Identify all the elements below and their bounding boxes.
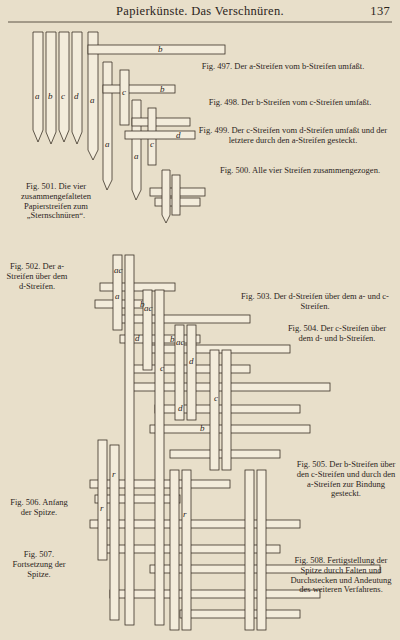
paper-strip	[170, 470, 179, 630]
page-header: Papierkünste. Das Verschnüren.	[60, 4, 340, 18]
figure-caption: Fig. 499. Der c-Streifen vom d-Streifen …	[196, 126, 390, 146]
paper-strip	[120, 315, 250, 323]
paper-strip	[175, 325, 184, 420]
paper-strip	[172, 175, 180, 215]
strip-letter: r	[183, 510, 187, 519]
paper-strip	[132, 118, 190, 126]
figure-caption: Fig. 504. Der c-Streifen über dem d- und…	[282, 324, 392, 344]
strip-letter: d	[189, 357, 194, 366]
paper-strip	[182, 470, 191, 630]
figure-caption: Fig. 502. Der a-Streifen über dem d-Stre…	[4, 262, 70, 291]
paper-strip	[222, 350, 231, 470]
paper-strip	[72, 32, 82, 144]
figure-caption: Fig. 498. Der b-Streifen vom c-Streifen …	[190, 98, 390, 108]
figure-caption: Fig. 500. Alle vier Streifen zusammengez…	[208, 166, 392, 176]
paper-strip	[187, 325, 196, 420]
page-number: 137	[345, 4, 390, 18]
strip-letter: r	[100, 504, 104, 513]
paper-strip	[155, 290, 164, 625]
strip-letter: c	[61, 92, 65, 101]
figure-caption: Fig. 506. Anfang der Spitze.	[4, 498, 74, 518]
paper-strip	[95, 495, 180, 503]
strip-letter: a	[134, 152, 139, 161]
paper-strip	[245, 470, 254, 630]
strip-letter: a	[90, 96, 95, 105]
strip-letter: a	[105, 140, 110, 149]
paper-strip	[113, 255, 122, 330]
paper-strip	[33, 32, 43, 142]
paper-strip	[125, 131, 195, 139]
strip-letter: b	[160, 85, 165, 94]
paper-strip	[162, 170, 170, 223]
strip-letter: c	[214, 394, 218, 403]
strip-letter: ac	[176, 338, 185, 347]
paper-strip	[103, 62, 112, 190]
paper-strip	[120, 70, 129, 125]
paper-strip	[132, 100, 141, 200]
strip-letter: a	[35, 92, 40, 101]
figure-caption: Fig. 505. Der b-Streifen über den c-Stre…	[296, 460, 396, 499]
paper-strip	[257, 470, 266, 630]
paper-strip	[88, 45, 225, 54]
strip-letter: b	[140, 300, 145, 309]
figure-caption: Fig. 501. Die vier zusammengefalteten Pa…	[6, 182, 106, 221]
paper-strip	[150, 345, 290, 353]
paper-strip	[46, 32, 56, 144]
strip-letter: b	[170, 335, 175, 344]
strip-letter: d	[74, 92, 79, 101]
strip-letter: c	[150, 140, 154, 149]
strip-letter: d	[176, 131, 181, 140]
paper-strip	[59, 32, 69, 142]
strip-letter: c	[122, 88, 126, 97]
paper-strip	[90, 520, 300, 528]
paper-strip	[125, 255, 134, 625]
strip-letter: c	[160, 364, 164, 373]
strip-letter: ac	[144, 304, 153, 313]
paper-strip	[180, 610, 300, 618]
figure-caption: Fig. 507. Fortsetzung der Spitze.	[4, 550, 74, 579]
paper-strip	[98, 440, 107, 560]
paper-strip	[103, 85, 175, 93]
paper-strip	[95, 300, 150, 308]
strip-letter: ac	[114, 266, 123, 275]
figure-caption: Fig. 503. Der d-Streifen über dem a- und…	[240, 292, 390, 312]
strip-letter: b	[158, 45, 163, 54]
figure-caption: Fig. 497. Der a-Streifen vom b-Streifen …	[176, 62, 390, 72]
strip-letter: r	[112, 470, 116, 479]
strip-letter: d	[178, 404, 183, 413]
strip-letter: b	[48, 92, 53, 101]
strip-letter: d	[135, 334, 140, 343]
figure-caption: Fig. 508. Fertigstellung der Spitze durc…	[288, 556, 394, 595]
paper-strip	[110, 590, 320, 598]
strip-letter: b	[200, 424, 205, 433]
paper-strip	[210, 350, 219, 470]
paper-strip	[110, 445, 119, 620]
header-rule	[8, 22, 392, 23]
strip-letter: a	[115, 292, 120, 301]
